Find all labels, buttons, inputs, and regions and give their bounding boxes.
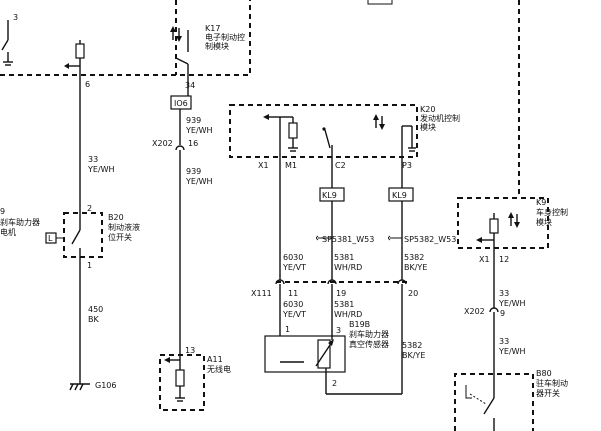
b19b-pin-2: 2 bbox=[332, 379, 337, 388]
wire-5382-b-color: BK/YE bbox=[402, 351, 425, 360]
wire-6030-b-color: YE/VT bbox=[282, 310, 306, 319]
sp5382-label: SP5382_W53 bbox=[404, 235, 456, 244]
k20-module-boundary bbox=[229, 104, 418, 158]
left-module-name-2: 电机 bbox=[0, 227, 16, 237]
a11-pin: 13 bbox=[185, 346, 195, 355]
wire-33-left-color: YE/WH bbox=[87, 165, 115, 174]
wire-5382-a-color: BK/YE bbox=[404, 263, 427, 272]
k20-pin-p3: P3 bbox=[402, 161, 412, 170]
k9-module-boundary bbox=[457, 0, 549, 249]
b19b-pin-3: 3 bbox=[336, 326, 341, 335]
left-pin-6: 6 bbox=[85, 80, 90, 89]
x111-label: X111 bbox=[251, 289, 272, 298]
wire-33-r2-num: 33 bbox=[499, 337, 509, 346]
k20-name-2: 模块 bbox=[420, 122, 436, 132]
wire-33-r1-num: 33 bbox=[499, 289, 509, 298]
x111-pin-19: 19 bbox=[336, 289, 346, 298]
ground-label: G106 bbox=[95, 381, 116, 390]
k17-output-wire bbox=[164, 84, 192, 402]
x202-top-pin: 16 bbox=[188, 139, 198, 148]
b20-switch-boundary bbox=[63, 212, 103, 258]
a11-name: 无线电 bbox=[207, 364, 231, 374]
wire-5382-b-num: 5382 bbox=[402, 341, 422, 350]
k20-internals bbox=[263, 114, 416, 170]
k20-pin-m1: M1 bbox=[285, 161, 297, 170]
b20-tag: L bbox=[48, 234, 53, 243]
io6-label: IO6 bbox=[174, 99, 188, 108]
left-pin-3: 3 bbox=[13, 13, 18, 22]
kl9-right: KL9 bbox=[392, 191, 407, 200]
b20-pin-top: 2 bbox=[87, 204, 92, 213]
k17-id: K17 bbox=[205, 24, 220, 33]
wire-5382-a-num: 5382 bbox=[404, 253, 424, 262]
wire-939-b-color: YE/WH bbox=[185, 177, 213, 186]
b19b-name-2: 真空传感器 bbox=[349, 339, 389, 349]
k20-name-1: 发动机控制 bbox=[420, 113, 460, 123]
wire-5381-b-color: WH/RD bbox=[334, 310, 362, 319]
wire-450-num: 450 bbox=[88, 305, 103, 314]
wire-33-r1-color: YE/WH bbox=[498, 299, 526, 308]
kl9-left: KL9 bbox=[322, 191, 337, 200]
wire-33-left-num: 33 bbox=[88, 155, 98, 164]
left-top-resistor bbox=[64, 40, 85, 69]
left-top-module-switch bbox=[1, 20, 13, 66]
b20-name-1: 制动液液 bbox=[108, 222, 140, 232]
k17-name-2: 制模块 bbox=[205, 41, 229, 51]
k17-internals bbox=[170, 26, 189, 84]
b19b-id: B19B bbox=[349, 320, 370, 329]
k9-name-2: 模块 bbox=[536, 217, 552, 227]
k9-output-wire bbox=[465, 240, 499, 431]
x202-right-label: X202 bbox=[464, 307, 485, 316]
x111-pin-20: 20 bbox=[408, 289, 418, 298]
left-module-id-fragment: 9 bbox=[0, 207, 5, 216]
wire-6030-a-color: YE/VT bbox=[282, 263, 306, 272]
b80-id: B80 bbox=[536, 369, 552, 378]
b80-switch-boundary bbox=[454, 373, 534, 431]
k9-internals bbox=[476, 212, 520, 243]
left-top-module-boundary bbox=[0, 0, 251, 76]
wire-450-color: BK bbox=[88, 315, 99, 324]
left-module-name-1: 刹车助力器 bbox=[0, 217, 40, 227]
wire-5381-b-num: 5381 bbox=[334, 300, 354, 309]
b19b-name-1: 刹车助力器 bbox=[349, 329, 389, 339]
k20-pin-x1: X1 bbox=[258, 161, 269, 170]
wire-33-r2-color: YE/WH bbox=[498, 347, 526, 356]
k9-id: K9 bbox=[536, 198, 546, 207]
k17-pin: 34 bbox=[185, 81, 195, 90]
a11-radio-boundary bbox=[159, 354, 205, 411]
wire-5381-a-num: 5381 bbox=[334, 253, 354, 262]
top-connector-box bbox=[367, 0, 393, 5]
wire-939-a-color: YE/WH bbox=[185, 126, 213, 135]
wire-6030-b-num: 6030 bbox=[283, 300, 303, 309]
a11-id: A11 bbox=[207, 355, 223, 364]
b20-pin-bottom: 1 bbox=[87, 261, 92, 270]
wire-939-a-num: 939 bbox=[186, 116, 201, 125]
wire-939-b-num: 939 bbox=[186, 167, 201, 176]
x202-right-pin: 9 bbox=[500, 309, 505, 318]
b80-name-2: 器开关 bbox=[536, 388, 560, 398]
k9-name-1: 车身控制 bbox=[536, 207, 568, 217]
wire-6030-a-num: 6030 bbox=[283, 253, 303, 262]
b80-name-1: 驻车制动 bbox=[536, 378, 568, 388]
k20-id: K20 bbox=[420, 105, 435, 114]
wire-5381-a-color: WH/RD bbox=[334, 263, 362, 272]
left-main-wire bbox=[69, 66, 90, 391]
b19b-sensor bbox=[264, 323, 346, 394]
x111-pin-11: 11 bbox=[288, 289, 298, 298]
b20-name-2: 位开关 bbox=[108, 232, 132, 242]
x202-top-label: X202 bbox=[152, 139, 173, 148]
b20-tag-box: L bbox=[45, 232, 64, 244]
k9-pin-x1: X1 bbox=[479, 255, 490, 264]
k17-name-1: 电子制动控 bbox=[205, 32, 245, 42]
b20-id: B20 bbox=[108, 213, 124, 222]
k20-pin-c2: C2 bbox=[335, 161, 346, 170]
sp5381-label: SP5381_W53 bbox=[322, 235, 374, 244]
b19b-pin-1: 1 bbox=[285, 325, 290, 334]
k9-pin-12: 12 bbox=[499, 255, 509, 264]
